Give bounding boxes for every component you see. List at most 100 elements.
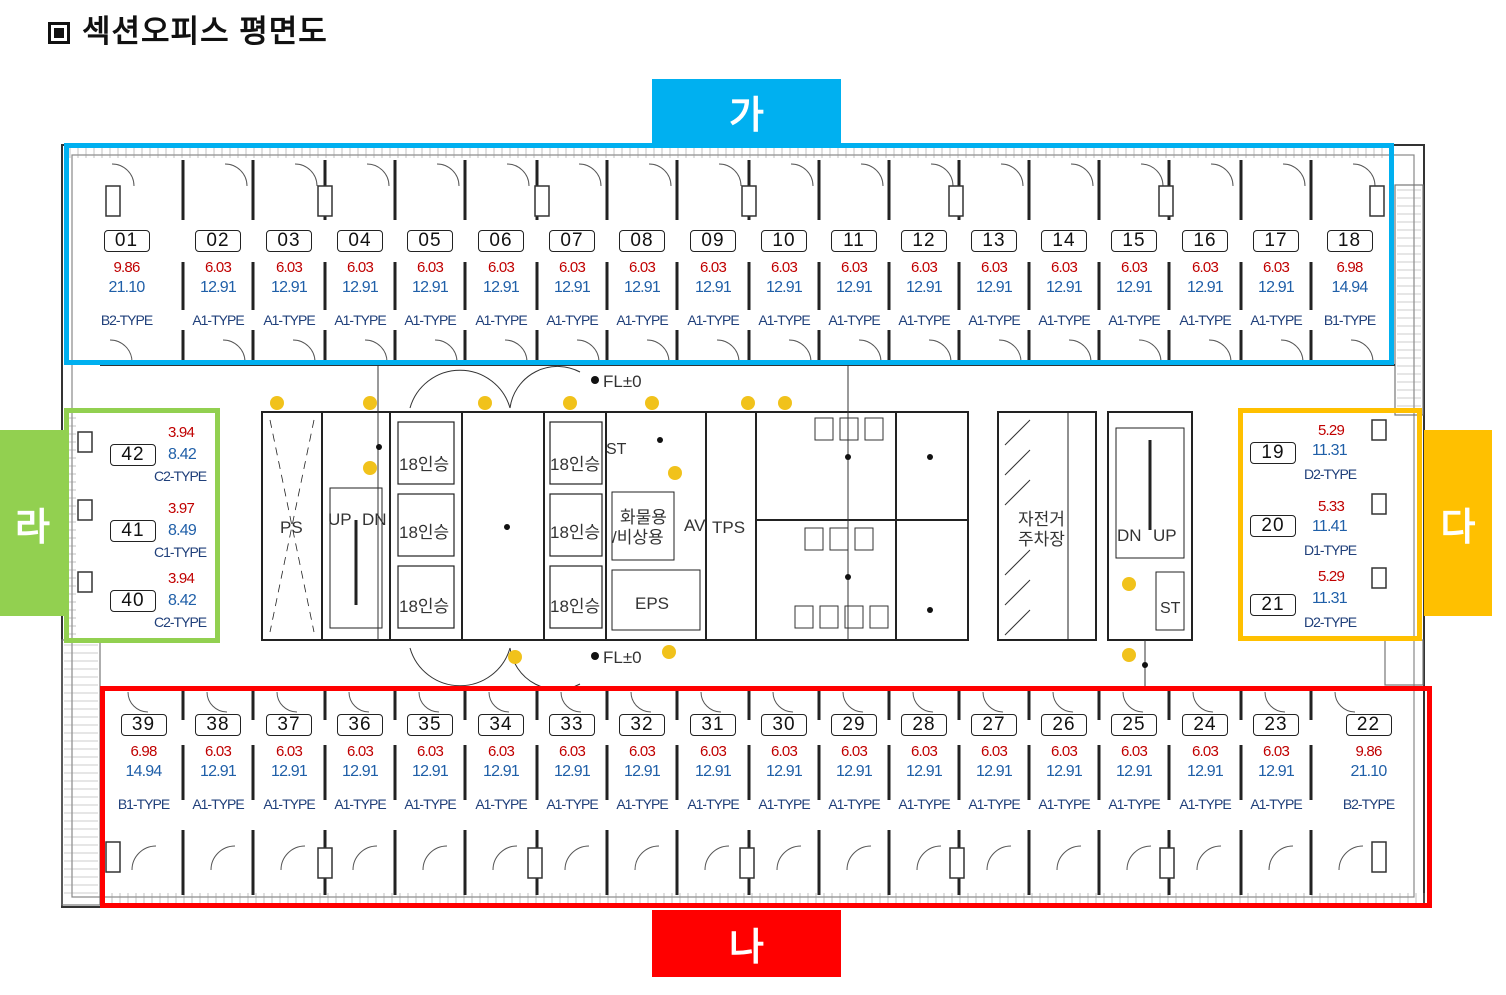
right-unit[interactable]: 20 5.33 11.41 D1-TYPE [1250, 497, 1410, 559]
unit-area-exclusive: 6.03 [771, 259, 798, 276]
unit-area-supply: 12.91 [199, 763, 237, 780]
unit-area-supply: 12.91 [553, 279, 591, 296]
unit-area-exclusive: 6.03 [205, 259, 232, 276]
unit-number: 26 [1041, 714, 1087, 736]
right-unit[interactable]: 19 5.29 11.31 D2-TYPE [1250, 420, 1410, 482]
unit-area-supply: 12.91 [1115, 279, 1153, 296]
unit-number: 11 [831, 230, 877, 252]
unit-area-exclusive: 6.03 [417, 743, 444, 760]
marker-dot [741, 396, 755, 410]
eps-label: EPS [635, 594, 670, 613]
unit-area-exclusive: 6.03 [771, 743, 798, 760]
left-unit[interactable]: 41 3.97 8.49 C1-TYPE [108, 500, 218, 562]
unit-type: A1-TYPE [1038, 796, 1090, 812]
unit-area-supply: 8.42 [168, 592, 197, 609]
unit-number: 21 [1250, 594, 1296, 616]
unit-type: D1-TYPE [1304, 542, 1357, 558]
unit-area-supply: 12.91 [1186, 763, 1224, 780]
left-unit[interactable]: 42 3.94 8.42 C2-TYPE [108, 422, 218, 484]
unit-type: A1-TYPE [263, 796, 315, 812]
unit-area-supply: 12.91 [975, 763, 1013, 780]
unit-number: 30 [761, 714, 807, 736]
unit-number: 33 [549, 714, 595, 736]
unit-area-supply: 21.10 [1350, 763, 1387, 780]
unit-number: 20 [1250, 515, 1296, 537]
unit-area-exclusive: 6.03 [981, 259, 1008, 276]
page-title: 섹션오피스 평면도 [48, 6, 328, 51]
unit-number: 03 [266, 230, 312, 252]
unit-number: 27 [971, 714, 1017, 736]
unit-type: A1-TYPE [687, 796, 739, 812]
unit-number: 22 [1345, 714, 1392, 736]
unit-area-exclusive: 3.97 [168, 500, 195, 517]
unit-type: A1-TYPE [475, 796, 527, 812]
zone-na-box [100, 686, 1432, 908]
unit-type: A1-TYPE [334, 796, 386, 812]
unit-number: 13 [971, 230, 1017, 252]
unit-area-exclusive: 6.03 [1121, 259, 1148, 276]
marker-dot [645, 396, 659, 410]
unit-type: B1-TYPE [117, 796, 170, 812]
unit-area-supply: 12.91 [1045, 279, 1083, 296]
unit-type: A1-TYPE [968, 312, 1020, 328]
unit-type: A1-TYPE [898, 312, 950, 328]
unit-area-supply: 12.91 [623, 279, 661, 296]
bike-parking-label: 자전거 [1018, 510, 1065, 529]
unit-area-exclusive: 6.03 [559, 743, 586, 760]
unit-area-exclusive: 9.86 [113, 259, 141, 276]
unit-area-supply: 12.91 [1257, 279, 1295, 296]
marker-dot [1122, 648, 1136, 662]
stair-st-label-right: ST [1160, 600, 1181, 617]
unit-area-supply: 12.91 [623, 763, 661, 780]
stair-up-label-right: UP [1153, 526, 1177, 545]
unit-area-exclusive: 6.03 [1263, 259, 1290, 276]
left-unit[interactable]: 40 3.94 8.42 C2-TYPE [108, 570, 218, 632]
unit-area-supply: 14.94 [125, 763, 162, 780]
tps-label: TPS [712, 518, 746, 537]
unit-area-exclusive: 6.03 [1051, 743, 1078, 760]
unit-type: C1-TYPE [154, 544, 207, 560]
unit-area-supply: 21.10 [108, 279, 145, 296]
unit-area-exclusive: 9.86 [1355, 743, 1383, 760]
right-unit[interactable]: 21 5.29 11.31 D2-TYPE [1250, 567, 1410, 630]
unit-number: 07 [549, 230, 595, 252]
zone-ra-box [64, 408, 220, 643]
unit-area-exclusive: 6.03 [347, 743, 374, 760]
